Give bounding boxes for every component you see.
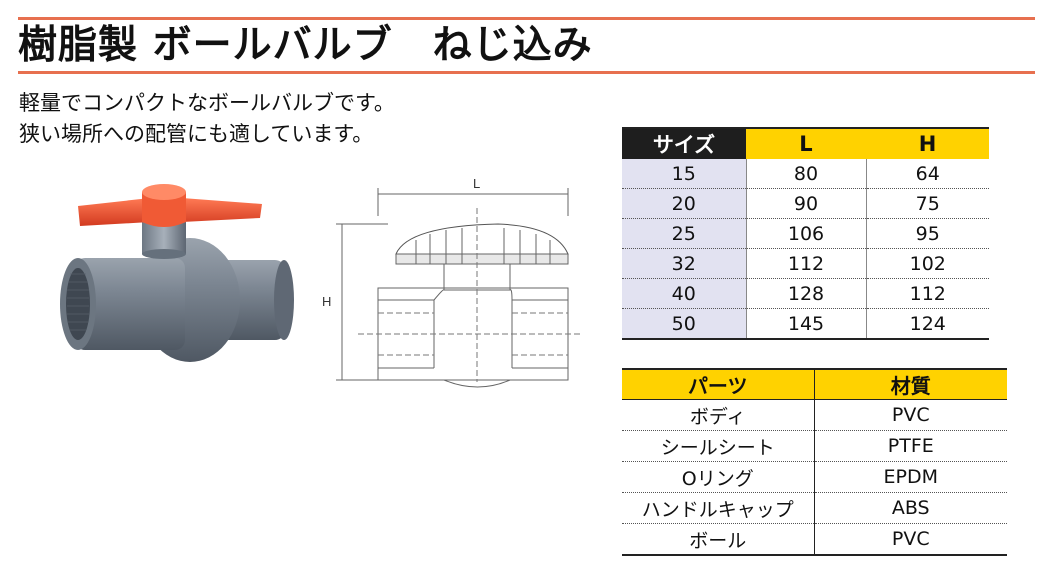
h-cell: 64	[865, 159, 989, 189]
table-row: 25 106 95	[622, 218, 989, 249]
material-table: パーツ 材質 ボディ PVC シールシート PTFE Oリング EPDM ハンド…	[622, 368, 1007, 556]
description-line: 狭い場所への配管にも適しています。	[19, 122, 374, 146]
l-header: L	[746, 127, 866, 159]
table-row: 20 90 75	[622, 188, 989, 219]
bottom-rule	[18, 71, 1035, 74]
table-row: 40 128 112	[622, 278, 989, 309]
h-cell: 95	[865, 218, 989, 249]
material-header: 材質	[813, 368, 1007, 400]
table-row: 50 145 124	[622, 308, 989, 340]
l-cell: 80	[745, 159, 866, 189]
part-cell: シールシート	[622, 430, 814, 462]
size-cell: 15	[622, 159, 746, 189]
table-row: ハンドルキャップ ABS	[622, 492, 1007, 524]
part-cell: ハンドルキャップ	[622, 492, 814, 524]
product-description: 軽量でコンパクトなボールバルブです。 狭い場所への配管にも適しています。	[19, 88, 395, 150]
h-cell: 75	[865, 188, 989, 219]
table-row: ボディ PVC	[622, 399, 1007, 431]
top-rule	[18, 17, 1035, 20]
material-cell: ABS	[813, 492, 1007, 524]
table-row: 32 112 102	[622, 248, 989, 279]
size-cell: 50	[622, 308, 746, 340]
l-cell: 106	[745, 218, 866, 249]
size-cell: 40	[622, 278, 746, 309]
material-cell: PTFE	[813, 430, 1007, 462]
table-header-row: サイズ L H	[622, 127, 989, 159]
part-cell: ボール	[622, 523, 814, 556]
l-cell: 145	[745, 308, 866, 340]
table-row: ボール PVC	[622, 523, 1007, 556]
page-title: 樹脂製 ボールバルブ ねじ込み	[18, 23, 593, 68]
material-cell: PVC	[813, 523, 1007, 556]
size-cell: 32	[622, 248, 746, 279]
part-cell: ボディ	[622, 399, 814, 431]
table-row: 15 80 64	[622, 159, 989, 189]
table-row: シールシート PTFE	[622, 430, 1007, 462]
size-header: サイズ	[622, 127, 746, 159]
l-cell: 112	[745, 248, 866, 279]
h-cell: 112	[865, 278, 989, 309]
part-header: パーツ	[622, 368, 814, 400]
l-cell: 90	[745, 188, 866, 219]
material-cell: EPDM	[813, 461, 1007, 493]
h-cell: 102	[865, 248, 989, 279]
h-header: H	[866, 127, 989, 159]
table-header-row: パーツ 材質	[622, 368, 1007, 400]
material-cell: PVC	[813, 399, 1007, 431]
table-row: Oリング EPDM	[622, 461, 1007, 493]
size-cell: 20	[622, 188, 746, 219]
ball-valve-drawing-icon: L H	[322, 176, 580, 388]
ball-valve-photo-icon	[60, 184, 294, 362]
size-table: サイズ L H 15 80 64 20 90 75 25 106 95 32 1…	[622, 127, 989, 340]
description-line: 軽量でコンパクトなボールバルブです。	[19, 91, 395, 115]
part-cell: Oリング	[622, 461, 814, 493]
dimension-label-l: L	[473, 176, 480, 191]
l-cell: 128	[745, 278, 866, 309]
h-cell: 124	[865, 308, 989, 340]
size-cell: 25	[622, 218, 746, 249]
dimension-label-h: H	[322, 294, 331, 309]
